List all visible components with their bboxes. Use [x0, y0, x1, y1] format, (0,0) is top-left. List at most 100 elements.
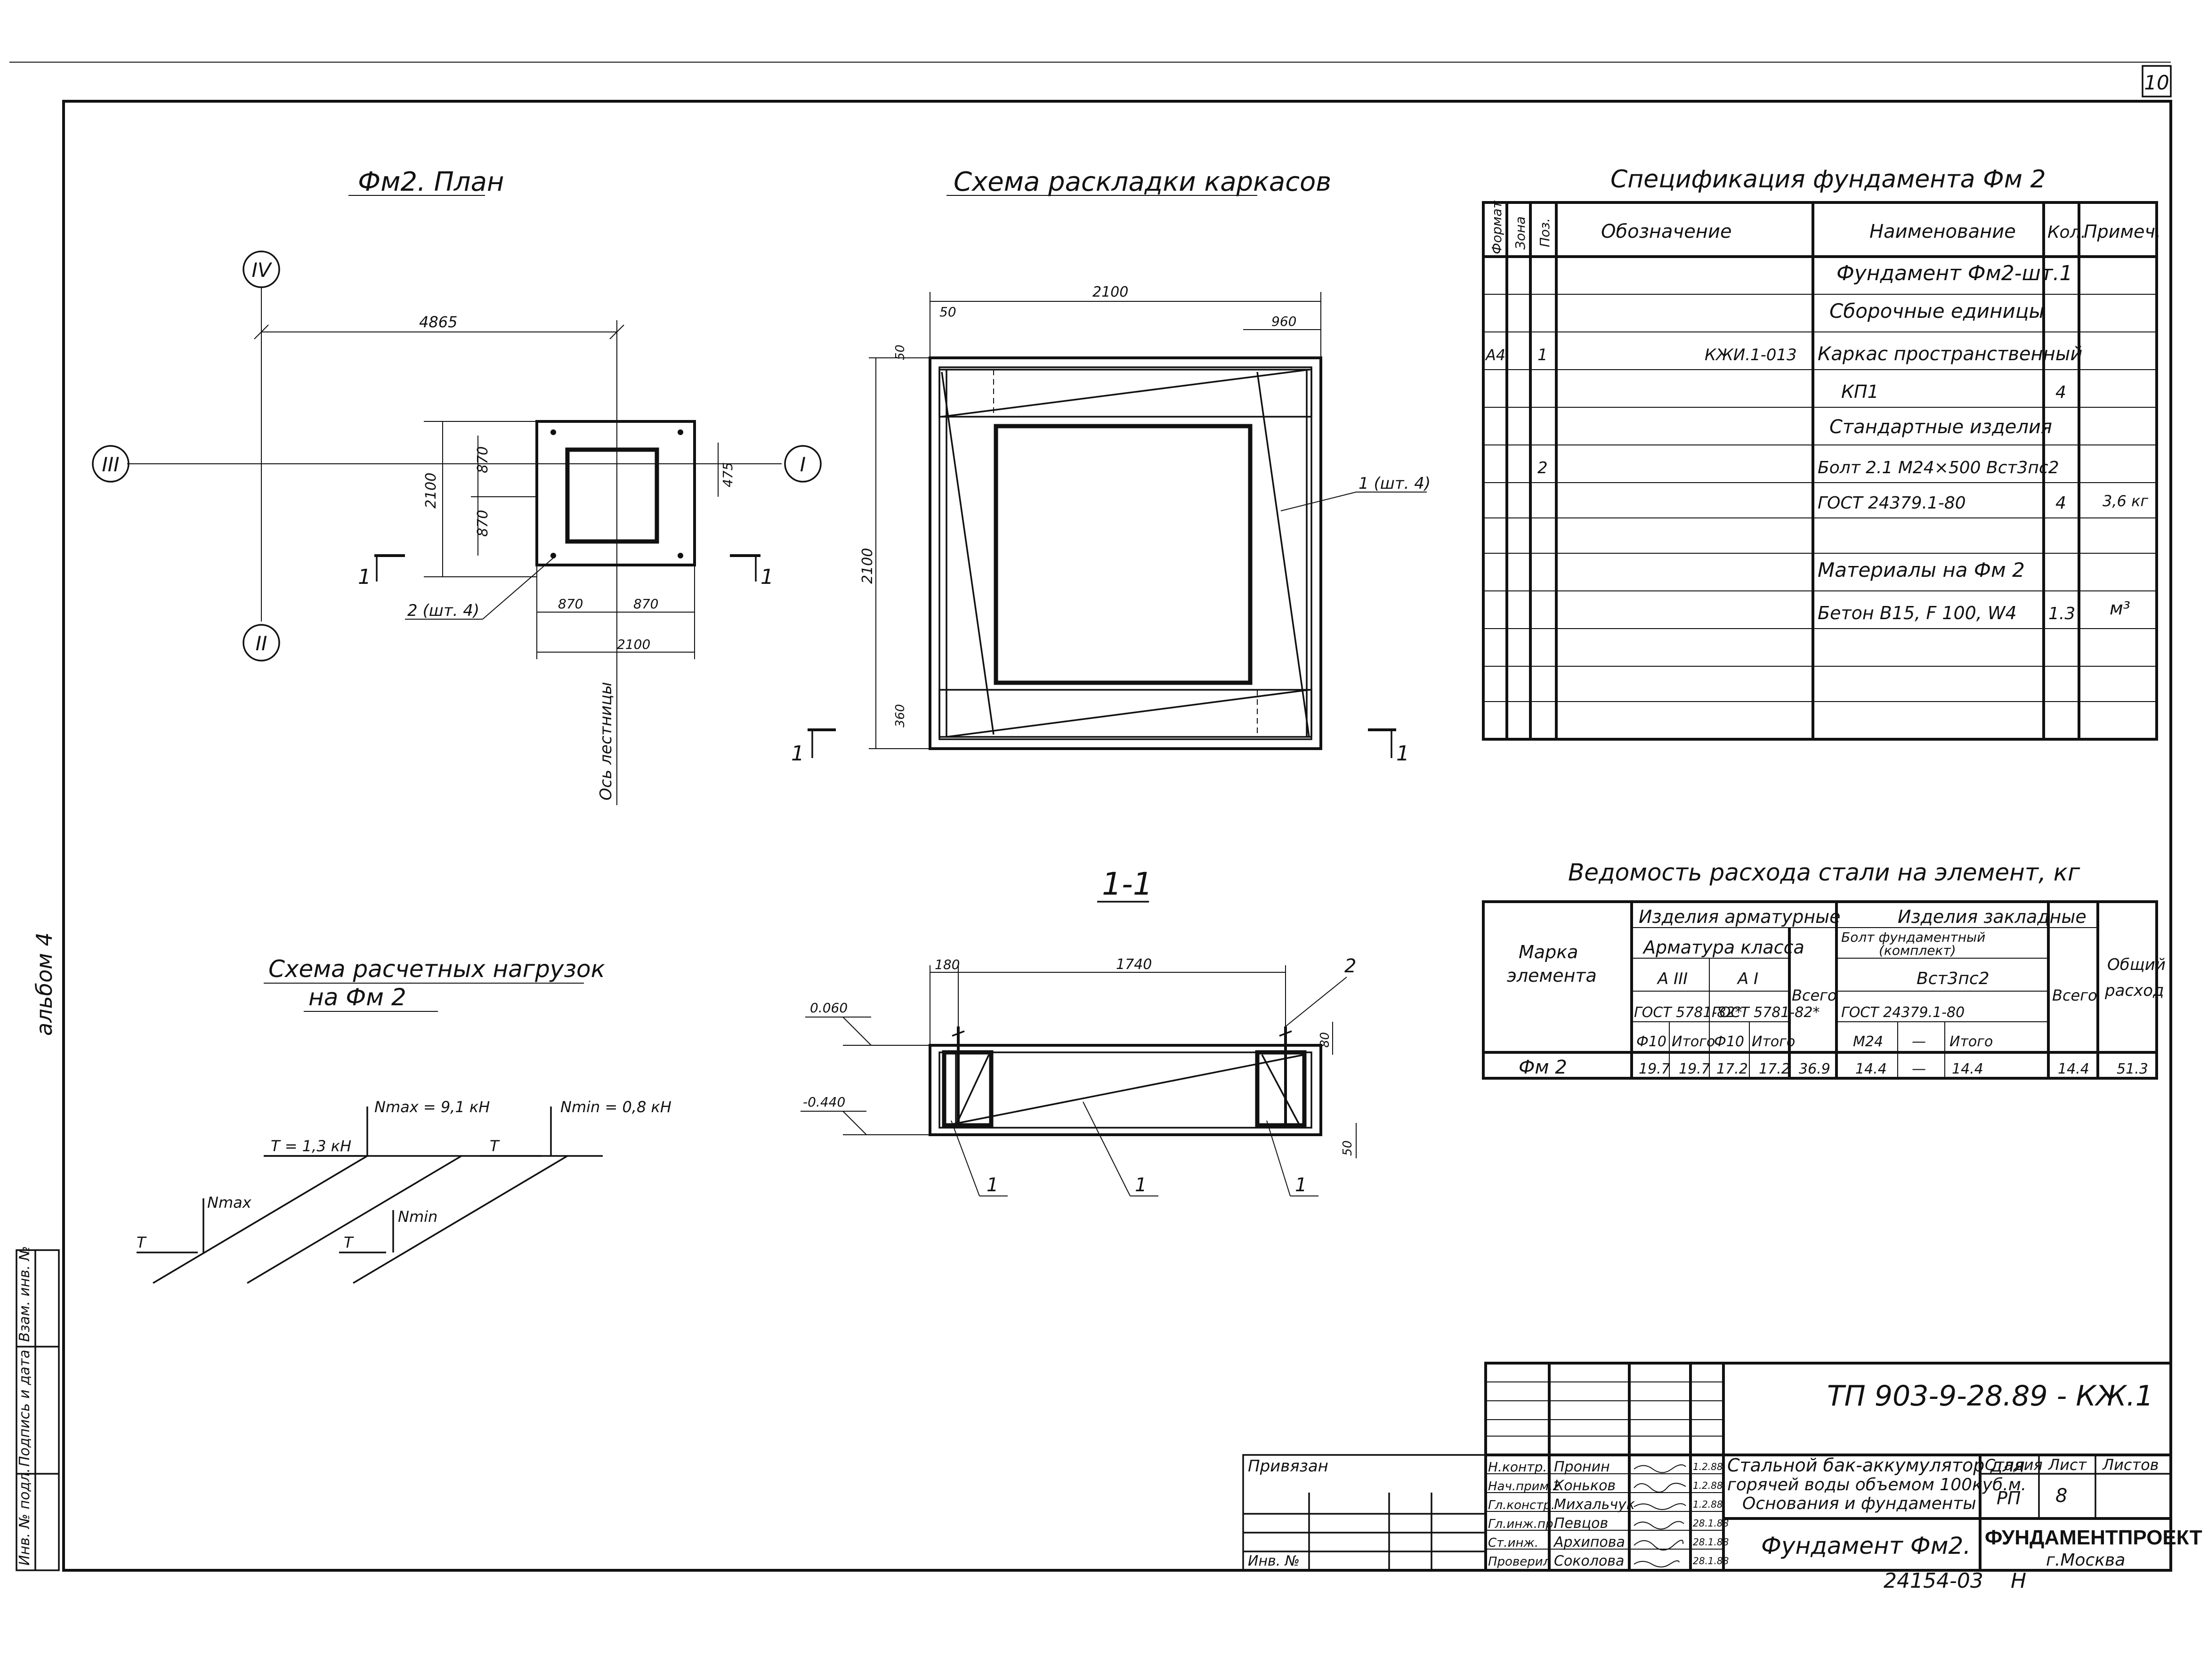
svg-text:—: — — [1912, 1034, 1926, 1050]
cage-inner — [994, 424, 1253, 685]
svg-text:51.3: 51.3 — [2117, 1061, 2148, 1077]
svg-text:расход: расход — [2104, 981, 2164, 1000]
svg-text:Итого: Итого — [1752, 1034, 1795, 1050]
svg-text:Формат: Формат — [1489, 201, 1504, 254]
axis-marker-1 — [784, 445, 822, 483]
svg-text:1: 1 — [1295, 1174, 1307, 1196]
svg-text:2100: 2100 — [617, 637, 650, 652]
stair-axis-label: Ось лестницы — [597, 682, 615, 800]
svg-text:4: 4 — [2055, 383, 2066, 402]
svg-text:(комплект): (комплект) — [1879, 943, 1956, 958]
side-label-inv: Инв. № подл. — [16, 1468, 33, 1566]
axis-marker-4 — [243, 250, 280, 288]
svg-text:Примеч.: Примеч. — [2084, 221, 2161, 242]
svg-text:Изделия арматурные: Изделия арматурные — [1639, 906, 1841, 927]
svg-text:Фундамент Фм2-шт.1: Фундамент Фм2-шт.1 — [1836, 261, 2073, 285]
svg-text:1: 1 — [791, 742, 804, 766]
svg-text:Соколова: Соколова — [1554, 1553, 1624, 1569]
spec-row-5: 2 Болт 2.1 М24×500 Вст3пс2 — [1537, 458, 2059, 477]
svg-text:50: 50 — [939, 304, 956, 320]
svg-text:1: 1 — [987, 1174, 998, 1196]
svg-text:г.Москва: г.Москва — [2046, 1551, 2125, 1570]
svg-text:4: 4 — [2055, 493, 2066, 513]
svg-text:4865: 4865 — [419, 313, 457, 331]
loads-title-2: на Фм 2 — [308, 984, 406, 1011]
section-view: 1-1 180 1740 80 50 0.060 -0.440 — [801, 866, 1357, 1196]
drawing-code: ТП 903-9-28.89 - КЖ.1 — [1827, 1380, 2153, 1413]
album-label: альбом 4 — [32, 932, 57, 1036]
svg-text:-0.440: -0.440 — [803, 1094, 845, 1110]
section-title: 1-1 — [1102, 866, 1153, 902]
svg-text:1: 1 — [358, 565, 371, 589]
svg-text:1.2.88: 1.2.88 — [1693, 1499, 1723, 1510]
svg-text:28.1.88: 28.1.88 — [1693, 1518, 1729, 1529]
svg-text:Михальчук: Михальчук — [1554, 1496, 1635, 1513]
svg-text:Гл.инж.пр.: Гл.инж.пр. — [1488, 1517, 1557, 1531]
spec-row-6: ГОСТ 24379.1-80 4 3,6 кг — [1818, 492, 2148, 513]
svg-text:IV: IV — [251, 258, 272, 282]
inv-label: Инв. № — [1248, 1553, 1300, 1569]
svg-text:1.3: 1.3 — [2048, 604, 2075, 623]
svg-text:Певцов: Певцов — [1554, 1515, 1608, 1532]
svg-text:T: T — [490, 1137, 500, 1155]
svg-text:50: 50 — [1341, 1140, 1355, 1156]
svg-text:Гл.констр.: Гл.констр. — [1488, 1498, 1555, 1512]
drawing-name: Фундамент Фм2. — [1761, 1532, 1971, 1559]
svg-text:870: 870 — [475, 510, 491, 537]
svg-text:Стандартные изделия: Стандартные изделия — [1829, 416, 2052, 438]
svg-text:14.4: 14.4 — [2058, 1061, 2089, 1077]
svg-text:360: 360 — [893, 704, 907, 727]
frame: 10 альбом 4 24154-03 Н — [9, 62, 2172, 1593]
spec-row-0: Фундамент Фм2-шт.1 — [1836, 261, 2073, 285]
loads-scheme: Схема расчетных нагрузок на Фм 2 Nmax = … — [137, 955, 671, 1284]
svg-text:Болт 2.1 М24×500 Вст3пс2: Болт 2.1 М24×500 Вст3пс2 — [1818, 458, 2059, 477]
svg-text:Nmax: Nmax — [207, 1194, 252, 1212]
org-name: ФУНДАМЕНТПРОЕКТ — [1985, 1526, 2202, 1549]
pedestal-outline — [565, 447, 659, 544]
svg-text:Бетон В15, F 100, W4: Бетон В15, F 100, W4 — [1818, 603, 2017, 623]
svg-text:Ст.инж.: Ст.инж. — [1488, 1536, 1538, 1550]
svg-text:Nmin: Nmin — [398, 1208, 437, 1226]
svg-text:Всего: Всего — [2052, 986, 2097, 1004]
svg-text:1: 1 — [1537, 346, 1548, 364]
cage-callout: 1 (шт. 4) — [1359, 474, 1431, 493]
svg-text:III: III — [102, 453, 119, 476]
svg-text:Сборочные единицы: Сборочные единицы — [1829, 299, 2045, 323]
svg-text:Зона: Зона — [1512, 216, 1528, 250]
spec-row-4: Стандартные изделия — [1829, 416, 2052, 438]
svg-text:0.060: 0.060 — [810, 1000, 848, 1016]
svg-text:М24: М24 — [1853, 1034, 1883, 1050]
svg-text:870: 870 — [633, 596, 658, 612]
svg-text:T = 1,3 кН: T = 1,3 кН — [271, 1137, 351, 1155]
svg-text:Фм 2: Фм 2 — [1519, 1057, 1567, 1078]
svg-text:Nmin = 0,8 кН: Nmin = 0,8 кН — [560, 1098, 671, 1116]
svg-text:Общий: Общий — [2107, 955, 2166, 974]
svg-text:28.1.88: 28.1.88 — [1693, 1536, 1729, 1548]
svg-text:Наименование: Наименование — [1869, 221, 2016, 242]
svg-text:—: — — [1912, 1061, 1926, 1077]
svg-text:475: 475 — [720, 462, 736, 487]
svg-text:1.2.88: 1.2.88 — [1693, 1461, 1723, 1472]
svg-text:2100: 2100 — [859, 548, 876, 584]
svg-text:3,6 кг: 3,6 кг — [2103, 492, 2148, 510]
svg-text:Материалы на Фм 2: Материалы на Фм 2 — [1818, 558, 2025, 582]
side-label-sign: Подпись и дата — [16, 1350, 33, 1467]
title-block: Привязан Инв. № ТП 903-9-28.89 - КЖ.1 Н.… — [1242, 1362, 2202, 1572]
svg-text:1: 1 — [1135, 1174, 1147, 1196]
svg-text:2100: 2100 — [1092, 284, 1128, 300]
svg-text:Всего: Всего — [1792, 986, 1837, 1004]
svg-text:Обозначение: Обозначение — [1601, 221, 1732, 242]
svg-text:горячей воды объемом 100куб.м.: горячей воды объемом 100куб.м. — [1727, 1475, 2026, 1494]
foundation-outline — [535, 420, 696, 566]
svg-text:Изделия закладные: Изделия закладные — [1898, 906, 2087, 927]
svg-text:Проверил: Проверил — [1488, 1555, 1551, 1569]
svg-text:19.7: 19.7 — [1639, 1061, 1670, 1077]
steel-table: Ведомость расхода стали на элемент, кг М… — [1482, 859, 2166, 1080]
svg-text:КЖИ.1-013: КЖИ.1-013 — [1705, 346, 1797, 364]
sheet-number: 10 — [2144, 71, 2169, 94]
svg-text:14.4: 14.4 — [1855, 1061, 1887, 1077]
cage-scheme: Схема раскладки каркасов 2100 50 960 210… — [791, 167, 1431, 766]
inventory-suffix-mark: Н — [2011, 1569, 2026, 1593]
svg-text:Коньков: Коньков — [1554, 1478, 1616, 1494]
spec-row-3: КП1 4 — [1841, 381, 2066, 402]
